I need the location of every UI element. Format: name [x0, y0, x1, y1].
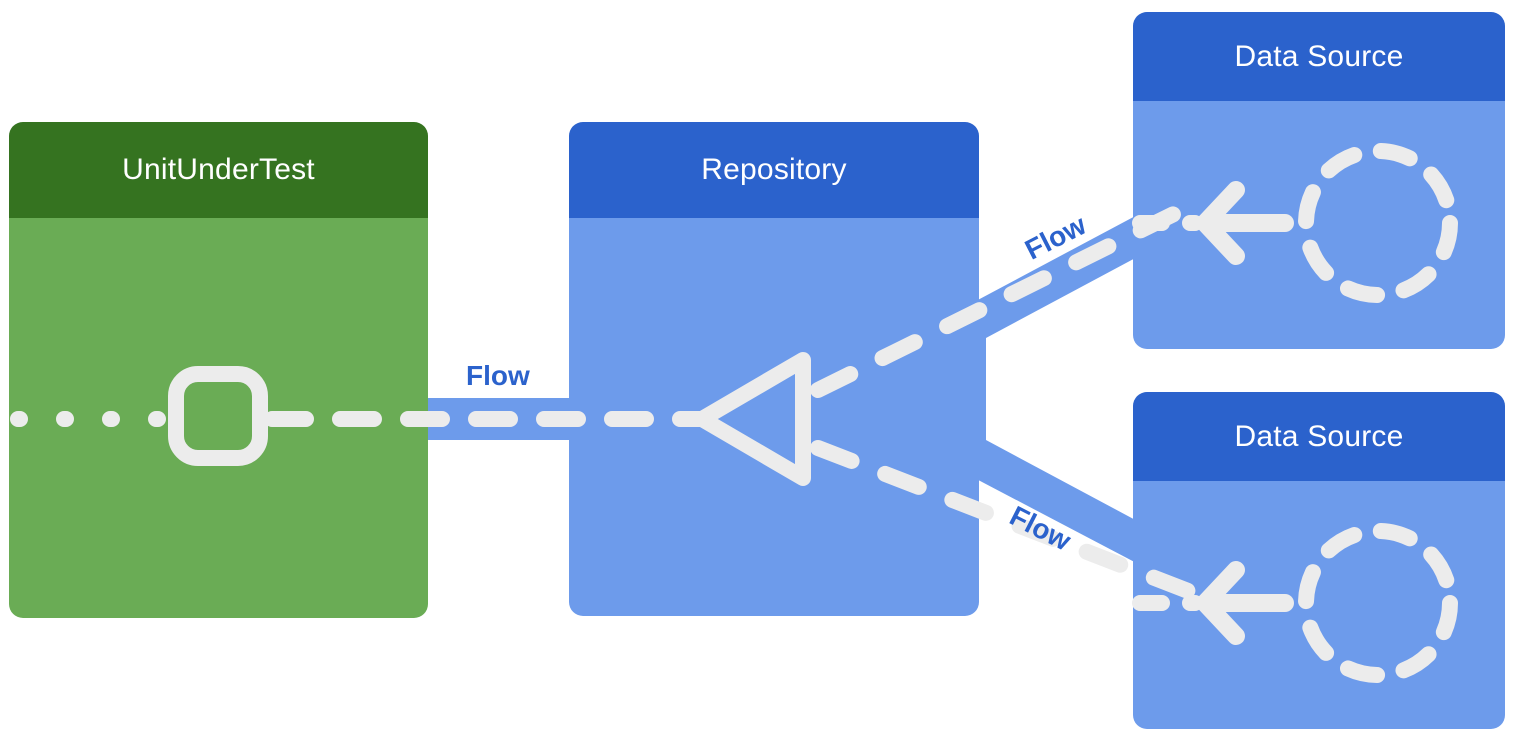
rounded-square-collector-icon — [168, 366, 268, 466]
node-unit-under-test-header: UnitUnderTest — [9, 122, 428, 218]
flow-label-uut-repository: Flow — [466, 360, 530, 391]
datasource-bottom-arrow-left-icon — [1196, 561, 1294, 645]
node-data-source-bottom-title: Data Source — [1234, 419, 1404, 453]
node-data-source-top-header: Data Source — [1133, 12, 1505, 101]
node-data-source-bottom-header: Data Source — [1133, 392, 1505, 481]
node-data-source-top[interactable]: Data Source — [1133, 12, 1505, 349]
node-unit-under-test-title: UnitUnderTest — [122, 153, 315, 186]
node-repository-title: Repository — [701, 153, 847, 186]
datasource-bottom-dashed-circle-icon — [1298, 523, 1458, 683]
node-data-source-top-title: Data Source — [1234, 39, 1404, 73]
flow-dashes-datasource-top — [810, 195, 1204, 398]
node-repository-header: Repository — [569, 122, 979, 218]
datasource-top-arrow-left-icon — [1196, 181, 1294, 265]
datasource-top-dashed-circle-icon — [1298, 143, 1458, 303]
flow-dashes-datasource-bottom — [810, 440, 1204, 602]
merge-triangle-icon — [694, 352, 811, 486]
